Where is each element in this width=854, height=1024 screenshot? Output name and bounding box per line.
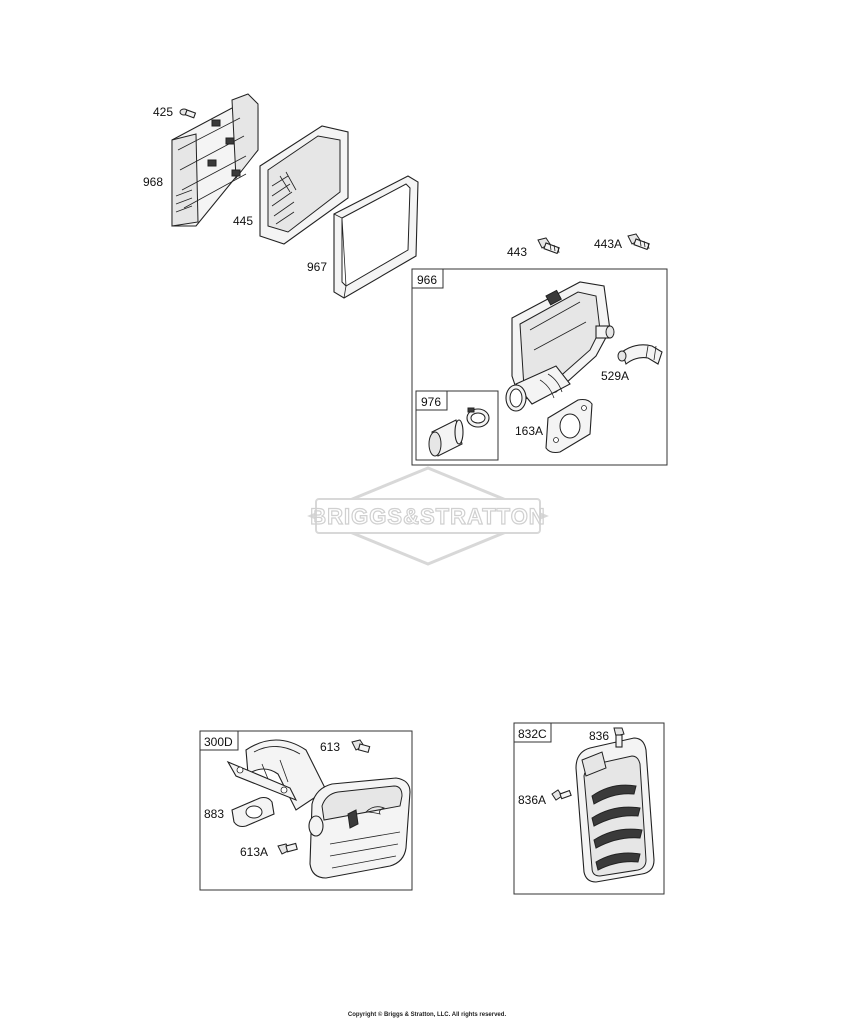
- label-836: 836: [589, 729, 609, 743]
- assembly-frame-300D: [199, 730, 413, 891]
- label-443: 443: [507, 245, 527, 259]
- label-967: 967: [307, 260, 327, 274]
- label-968: 968: [143, 175, 163, 189]
- pre-cleaner-967: [333, 175, 419, 299]
- label-966: 966: [417, 273, 437, 287]
- bolt-443A: [627, 233, 650, 251]
- label-883: 883: [204, 807, 224, 821]
- bolt-443: [537, 237, 560, 255]
- bolt-613A: [277, 842, 298, 855]
- intake-housing-966: [505, 281, 615, 412]
- bolt-613: [351, 739, 371, 754]
- gasket-163A: [545, 398, 593, 454]
- air-cleaner-base-968: [171, 93, 259, 227]
- exhaust-gasket-883: [231, 796, 275, 828]
- label-613A: 613A: [240, 845, 268, 859]
- watermark-text: BRIGGS&STRATTON: [310, 504, 545, 529]
- label-425: 425: [153, 105, 173, 119]
- screw-836A: [551, 789, 572, 801]
- box-label-frame-832C: [513, 722, 552, 743]
- label-300D: 300D: [204, 735, 233, 749]
- label-832C: 832C: [518, 727, 547, 741]
- clamp-and-sleeve-976: [428, 407, 490, 457]
- label-529A: 529A: [601, 369, 629, 383]
- copyright-notice: Copyright © Briggs & Stratton, LLC. All …: [347, 1012, 507, 1018]
- screw-425: [179, 108, 197, 119]
- assembly-frame-976: [415, 390, 499, 461]
- box-label-frame-300D: [199, 730, 239, 751]
- label-163A: 163A: [515, 424, 543, 438]
- label-613: 613: [320, 740, 340, 754]
- brand-watermark: BRIGGS&STRATTON: [307, 466, 549, 566]
- assembly-frame-966: [411, 268, 668, 466]
- label-445: 445: [233, 214, 253, 228]
- label-443A: 443A: [594, 237, 622, 251]
- muffler-guard-832C: [575, 737, 655, 883]
- box-label-frame-966: [411, 268, 444, 289]
- air-filter-445: [259, 125, 349, 245]
- label-976: 976: [421, 395, 441, 409]
- screw-836: [613, 727, 625, 748]
- assembly-frame-832C: [513, 722, 665, 895]
- box-label-frame-976: [415, 390, 448, 411]
- muffler-300D: [226, 739, 411, 879]
- breather-hose-529A: [617, 344, 663, 365]
- label-836A: 836A: [518, 793, 546, 807]
